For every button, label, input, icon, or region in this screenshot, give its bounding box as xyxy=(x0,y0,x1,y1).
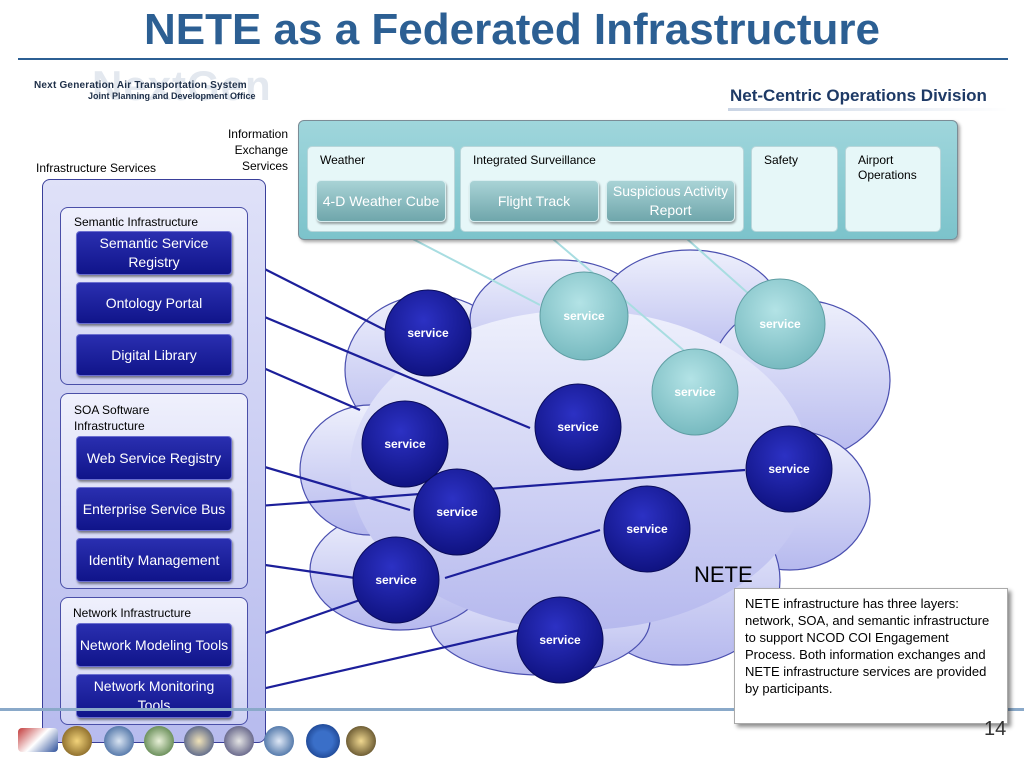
identity-management-button[interactable]: Identity Management xyxy=(76,538,232,582)
nasa-seal-icon xyxy=(306,724,340,758)
group-title: Network Infrastructure xyxy=(73,606,192,620)
service-node-label: service xyxy=(563,309,605,323)
agency-seal-icon xyxy=(144,726,174,756)
service-node-label: service xyxy=(768,462,810,476)
nextgen-logo-line1: Next Generation Air Transportation Syste… xyxy=(34,80,247,91)
agency-seal-icon xyxy=(184,726,214,756)
airport-operations-panel: Airport Operations xyxy=(845,146,941,232)
service-node-label: service xyxy=(626,522,668,536)
service-node[interactable] xyxy=(361,400,449,488)
agency-seal-icon xyxy=(224,726,254,756)
service-node-label: service xyxy=(375,573,417,587)
flag-logo-icon xyxy=(18,728,58,752)
agency-seal-icon xyxy=(264,726,294,756)
callout-text: NETE infrastructure has three layers: ne… xyxy=(745,596,990,696)
network-modeling-tools-button[interactable]: Network Modeling Tools xyxy=(76,623,232,667)
service-node[interactable] xyxy=(384,289,472,377)
page-title: NETE as a Federated Infrastructure xyxy=(143,5,880,54)
enterprise-service-bus-button[interactable]: Enterprise Service Bus xyxy=(76,487,232,531)
service-node[interactable] xyxy=(539,271,629,361)
panel-title: Safety xyxy=(764,153,799,167)
footer-divider xyxy=(0,708,1024,711)
ncod-logo: Net-Centric Operations Division xyxy=(730,86,987,105)
service-node-label: service xyxy=(384,437,426,451)
panel-title: Weather xyxy=(320,153,366,167)
suspicious-activity-report-button[interactable]: Suspicious Activity Report xyxy=(606,180,735,222)
web-service-registry-button[interactable]: Web Service Registry xyxy=(76,436,232,480)
agency-seal-icon xyxy=(62,726,92,756)
information-exchange-services-label: Information Exchange Services xyxy=(227,127,288,173)
nextgen-logo-line2: Joint Planning and Development Office xyxy=(88,91,256,101)
ontology-portal-button[interactable]: Ontology Portal xyxy=(76,282,232,324)
group-title: Semantic Infrastructure xyxy=(74,215,199,229)
service-node-label: service xyxy=(759,317,801,331)
flight-track-button[interactable]: Flight Track xyxy=(469,180,599,222)
service-node-label: service xyxy=(436,505,478,519)
callout-box: NETE infrastructure has three layers: ne… xyxy=(734,588,1008,724)
nextgen-logo-watermark: NextGen xyxy=(92,62,272,109)
digital-library-button[interactable]: Digital Library xyxy=(76,334,232,376)
agency-seal-icon xyxy=(104,726,134,756)
service-node[interactable] xyxy=(516,596,604,684)
infrastructure-services-label: Infrastructure Services xyxy=(36,161,157,175)
service-node-label: service xyxy=(557,420,599,434)
nete-label: NETE xyxy=(694,562,753,587)
service-node[interactable] xyxy=(745,425,833,513)
panel-title: Airport Operations xyxy=(858,153,917,182)
service-node[interactable] xyxy=(651,348,739,436)
service-node[interactable] xyxy=(603,485,691,573)
weather-cube-button[interactable]: 4-D Weather Cube xyxy=(316,180,446,222)
panel-title: Integrated Surveillance xyxy=(473,153,596,167)
service-node[interactable] xyxy=(734,278,826,370)
network-monitoring-tools-button[interactable]: Network Monitoring Tools xyxy=(76,674,232,718)
ncod-logo-underline xyxy=(728,108,1008,111)
semantic-service-registry-button[interactable]: Semantic Service Registry xyxy=(76,231,232,275)
service-node[interactable] xyxy=(413,468,501,556)
page-number: 14 xyxy=(984,718,1007,740)
service-node-label: service xyxy=(539,633,581,647)
service-node[interactable] xyxy=(534,383,622,471)
title-divider xyxy=(18,58,1008,60)
group-title: SOA Software Infrastructure xyxy=(74,403,150,433)
agency-seal-icon xyxy=(346,726,376,756)
service-node-label: service xyxy=(674,385,716,399)
service-node[interactable] xyxy=(352,536,440,624)
service-node-label: service xyxy=(407,326,449,340)
safety-panel: Safety xyxy=(751,146,838,232)
